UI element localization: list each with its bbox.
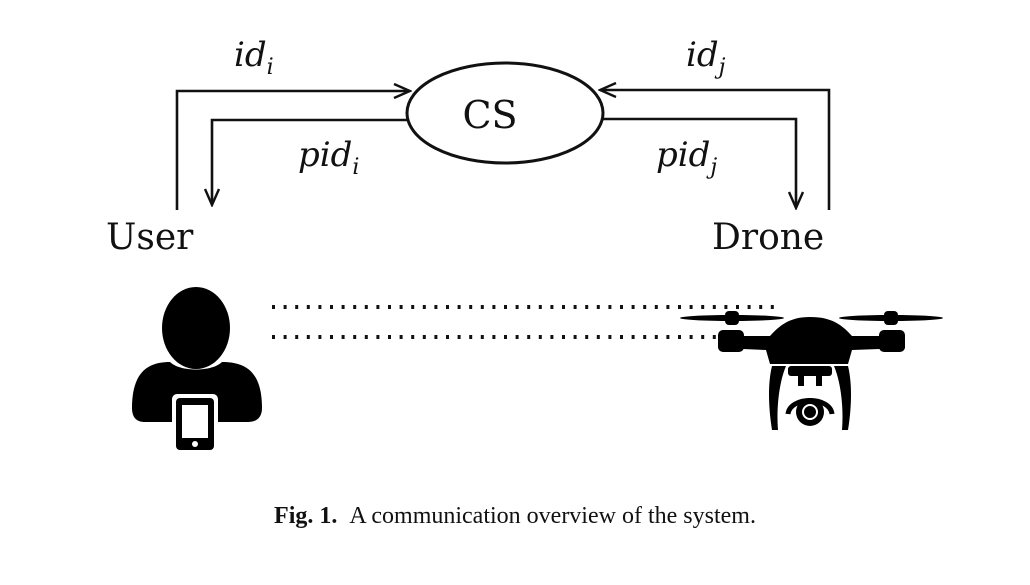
edge-user-to-cs	[175, 91, 410, 210]
figure-number: Fig. 1.	[274, 503, 338, 529]
edge-drone-to-cs	[600, 90, 831, 210]
user-label: User	[106, 217, 194, 258]
label-id-j: idj	[686, 35, 726, 80]
edge-cs-to-user	[212, 118, 408, 205]
label-id-i: idi	[234, 35, 274, 80]
cs-node: CS	[405, 61, 605, 165]
figure-caption-text: A communication overview of the system.	[349, 503, 756, 529]
drone-label: Drone	[712, 217, 824, 258]
label-pid-i: pidi	[298, 135, 359, 180]
drone-icon	[680, 311, 943, 430]
edge-cs-to-drone	[603, 117, 796, 208]
label-pid-j: pidj	[656, 135, 717, 180]
wireless-link	[272, 305, 780, 339]
figure-caption: Fig. 1. A communication overview of the …	[0, 503, 1030, 530]
cs-label: CS	[462, 93, 517, 137]
user-with-phone-icon	[132, 287, 262, 454]
